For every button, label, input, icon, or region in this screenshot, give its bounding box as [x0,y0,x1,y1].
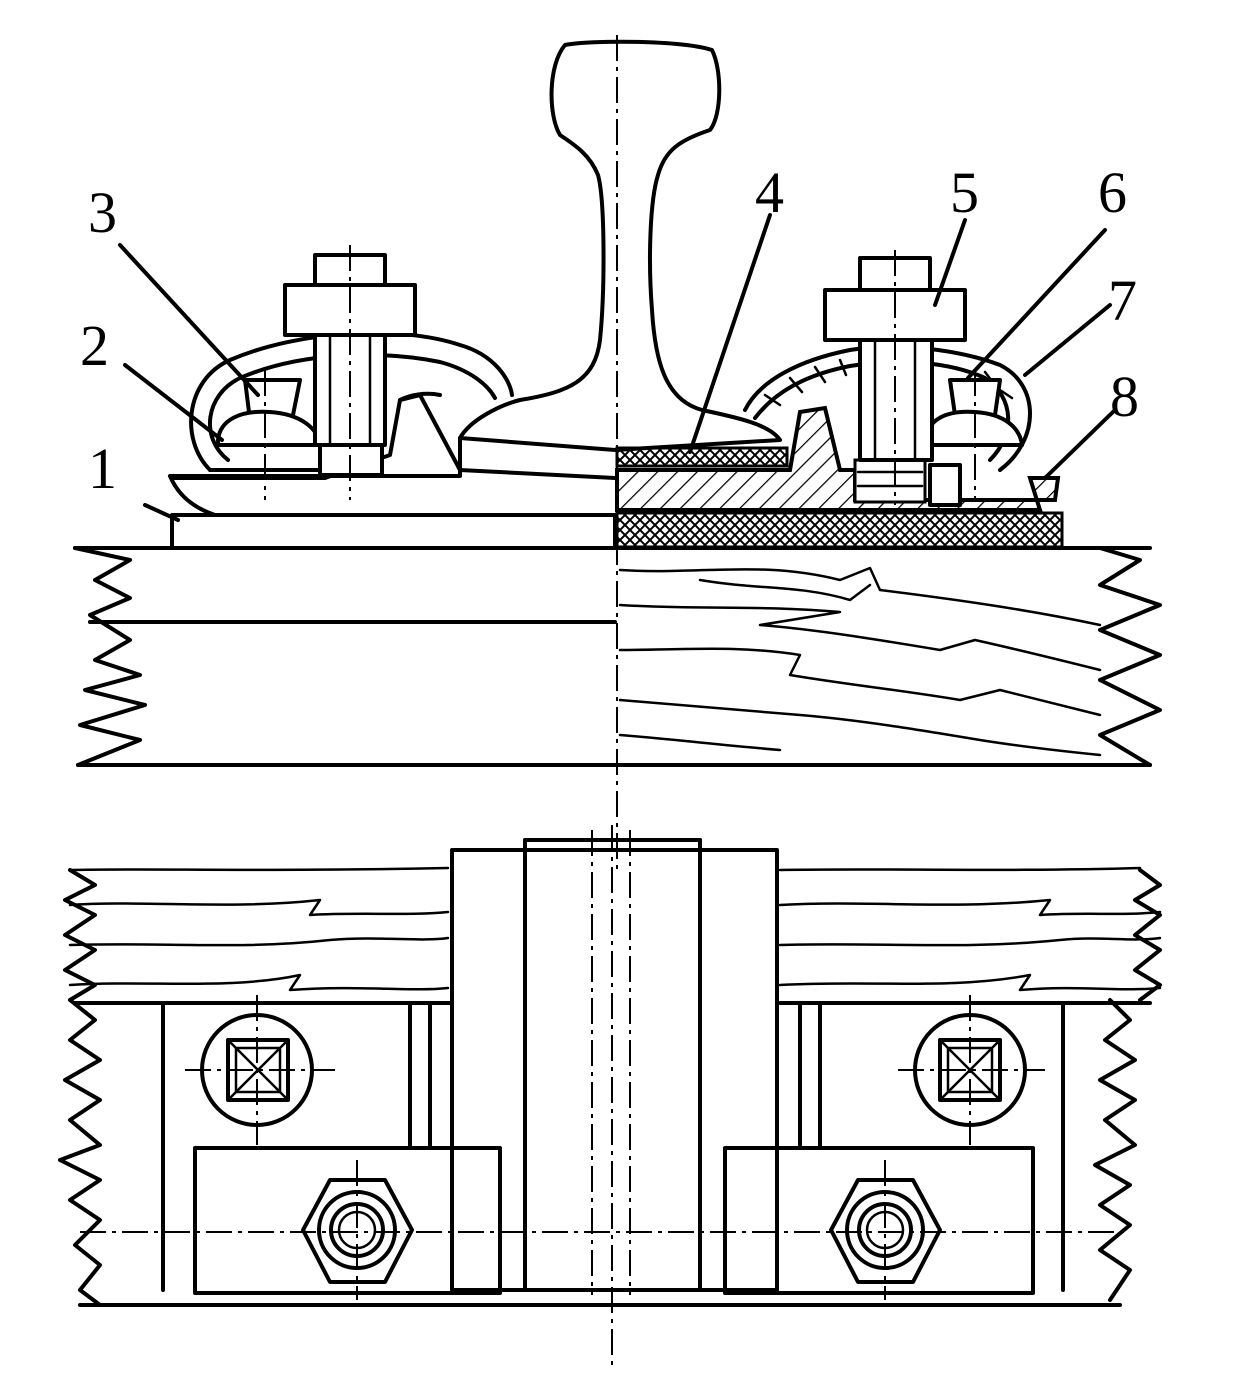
callout-label-4: 4 [755,160,784,225]
sleeper-right-wood [613,546,1162,767]
callout-label-5: 5 [950,160,979,225]
callout-label-2: 2 [80,313,109,378]
right-clip-assembly [743,250,1032,507]
rail-profile [458,39,782,480]
plan-rail [408,825,822,1370]
left-clip-assembly [189,245,514,500]
callout-label-7: 7 [1108,268,1137,333]
left-baseplate [168,391,617,550]
plan-spike-right [898,995,1045,1145]
plan-spike-left [185,995,335,1145]
callout-label-3: 3 [88,180,117,245]
callout-label-8: 8 [1110,364,1139,429]
plan-nut-right [829,1160,942,1300]
plan-wood-grain [58,866,1162,1307]
elevation-view: 1 2 3 4 5 6 7 8 [73,35,1162,870]
plan-view [58,825,1162,1370]
plan-nut-left [301,1160,414,1300]
callout-label-1: 1 [88,436,117,501]
callout-label-6: 6 [1098,160,1127,225]
plan-clip-plates [80,1146,1125,1295]
right-baseplate-section [615,405,1064,549]
leader-lines [118,213,1117,522]
plan-baseplate [73,1001,1152,1292]
sleeper-left [73,546,617,767]
